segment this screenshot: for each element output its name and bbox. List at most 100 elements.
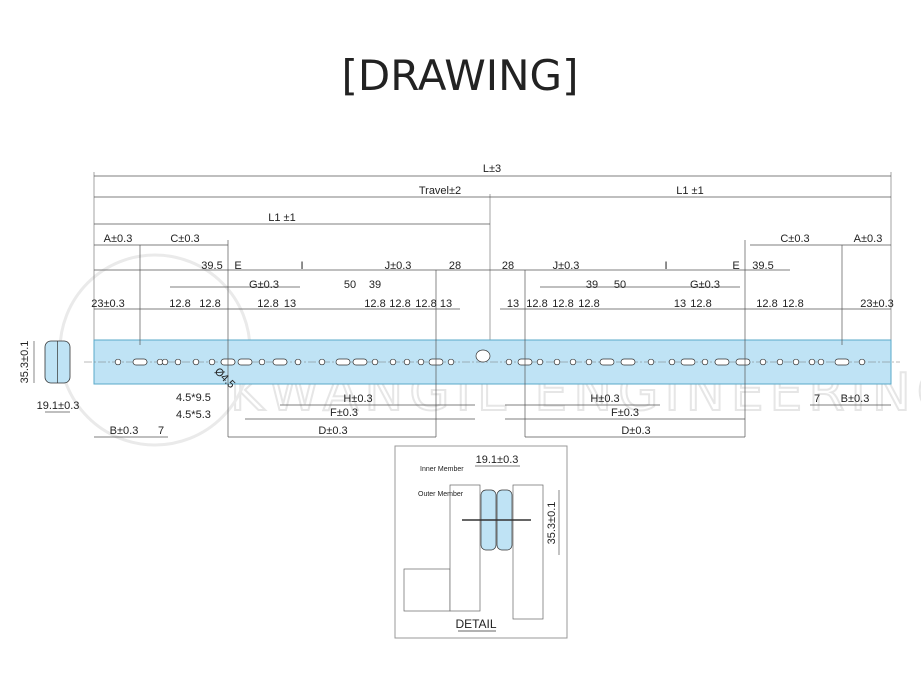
mounting-holes — [114, 349, 866, 366]
slot-hole — [599, 358, 615, 366]
round-hole — [294, 358, 302, 366]
end-profile: 35.3±0.1 19.1±0.3 — [19, 340, 80, 413]
outer-member-label: Outer Member — [418, 491, 464, 498]
dim-height: 35.3±0.1 — [19, 341, 31, 384]
slot-hole — [132, 358, 148, 366]
round-hole — [536, 358, 544, 366]
dim-pitch: 13 — [507, 298, 519, 310]
dim-B-right: B±0.3 — [841, 393, 870, 405]
dim-L1-left: L1 ±1 — [268, 212, 295, 224]
center-hole — [475, 349, 491, 363]
dim-G-left: G±0.3 — [249, 279, 279, 291]
overall-dimensions: L±3 Travel±2 L1 ±1 L1 ±1 — [93, 163, 892, 345]
slot-hole — [352, 358, 368, 366]
detail-label: DETAIL — [455, 617, 496, 631]
dim-L1-right: L1 ±1 — [676, 185, 703, 197]
slot-hole — [272, 358, 288, 366]
slot-hole — [237, 358, 253, 366]
dim-pitch: 13 — [674, 298, 686, 310]
dim-I-left: I — [300, 260, 303, 272]
round-hole — [174, 358, 182, 366]
dim-C-right: C±0.3 — [780, 233, 809, 245]
round-hole — [258, 358, 266, 366]
dim-23-right: 23±0.3 — [860, 298, 894, 310]
dim-7-right: 7 — [814, 393, 820, 405]
dim-pitch: 12.8 — [782, 298, 803, 310]
dim-pitch: 12.8 — [415, 298, 436, 310]
dim-D-left: D±0.3 — [318, 425, 347, 437]
round-hole — [447, 358, 455, 366]
dim-pitch: 13 — [284, 298, 296, 310]
dim-pitch: 12.8 — [364, 298, 385, 310]
dim-travel: Travel±2 — [419, 185, 461, 197]
slot-hole — [335, 358, 351, 366]
slot-hole — [680, 358, 696, 366]
dimension-lines — [94, 240, 891, 438]
dim-H-right: H±0.3 — [590, 393, 619, 405]
round-hole — [371, 358, 379, 366]
slot-hole — [834, 358, 850, 366]
round-hole — [858, 358, 866, 366]
dim-F-right: F±0.3 — [611, 407, 639, 419]
round-hole — [553, 358, 561, 366]
dim-39-5-left: 39.5 — [201, 260, 222, 272]
dim-7-left: 7 — [158, 425, 164, 437]
round-hole — [114, 358, 122, 366]
dim-I-right: I — [664, 260, 667, 272]
round-hole — [759, 358, 767, 366]
round-hole — [792, 358, 800, 366]
dim-pitch: 12.8 — [690, 298, 711, 310]
right-dimension-labels: C±0.3 A±0.3 28 J±0.3 I E 39.5 39 50 G±0.… — [502, 233, 894, 437]
dim-F-left: F±0.3 — [330, 407, 358, 419]
dim-pitch: 12.8 — [389, 298, 410, 310]
dim-39-right: 39 — [586, 279, 598, 291]
dim-G-right: G±0.3 — [690, 279, 720, 291]
dim-C-left: C±0.3 — [170, 233, 199, 245]
detail-view: 19.1±0.3 35.3±0.1 Inner Member Outer Mem… — [394, 445, 568, 639]
round-hole — [647, 358, 655, 366]
slot-hole — [620, 358, 636, 366]
round-hole — [505, 358, 513, 366]
dim-H-left: H±0.3 — [343, 393, 372, 405]
round-hole — [701, 358, 709, 366]
dim-slot-1: 4.5*9.5 — [176, 392, 211, 404]
round-hole — [668, 358, 676, 366]
round-hole — [389, 358, 397, 366]
dim-L: L±3 — [483, 163, 501, 175]
dim-pitch: 12.8 — [578, 298, 599, 310]
dim-pitch: 12.8 — [169, 298, 190, 310]
dim-pitch: 12.8 — [526, 298, 547, 310]
dim-J-left: J±0.3 — [385, 260, 412, 272]
dim-E-right: E — [732, 260, 739, 272]
dim-39-left: 39 — [369, 279, 381, 291]
round-hole — [808, 358, 816, 366]
dim-pitch: 13 — [440, 298, 452, 310]
page-title: [DRAWING] — [342, 51, 579, 100]
dim-50-left: 50 — [344, 279, 356, 291]
round-hole — [585, 358, 593, 366]
dim-39-5-right: 39.5 — [752, 260, 773, 272]
dim-slot-2: 4.5*5.3 — [176, 409, 211, 421]
dim-A-right: A±0.3 — [854, 233, 883, 245]
dim-J-right: J±0.3 — [553, 260, 580, 272]
detail-dim-height: 35.3±0.1 — [546, 502, 558, 545]
round-hole — [776, 358, 784, 366]
slot-hole — [714, 358, 730, 366]
round-hole — [318, 358, 326, 366]
round-hole — [417, 358, 425, 366]
dim-B-left: B±0.3 — [110, 425, 139, 437]
detail-dim-width: 19.1±0.3 — [476, 454, 519, 466]
dim-pitch: 12.8 — [257, 298, 278, 310]
dim-width: 19.1±0.3 — [37, 400, 80, 412]
dim-D-right: D±0.3 — [621, 425, 650, 437]
dim-50-right: 50 — [614, 279, 626, 291]
slot-hole — [735, 358, 751, 366]
inner-member-label: Inner Member — [420, 466, 464, 473]
round-hole — [192, 358, 200, 366]
dim-pitch: 12.8 — [756, 298, 777, 310]
dim-23-left: 23±0.3 — [91, 298, 125, 310]
round-hole — [161, 358, 169, 366]
dim-pitch: 12.8 — [552, 298, 573, 310]
round-hole — [208, 358, 216, 366]
